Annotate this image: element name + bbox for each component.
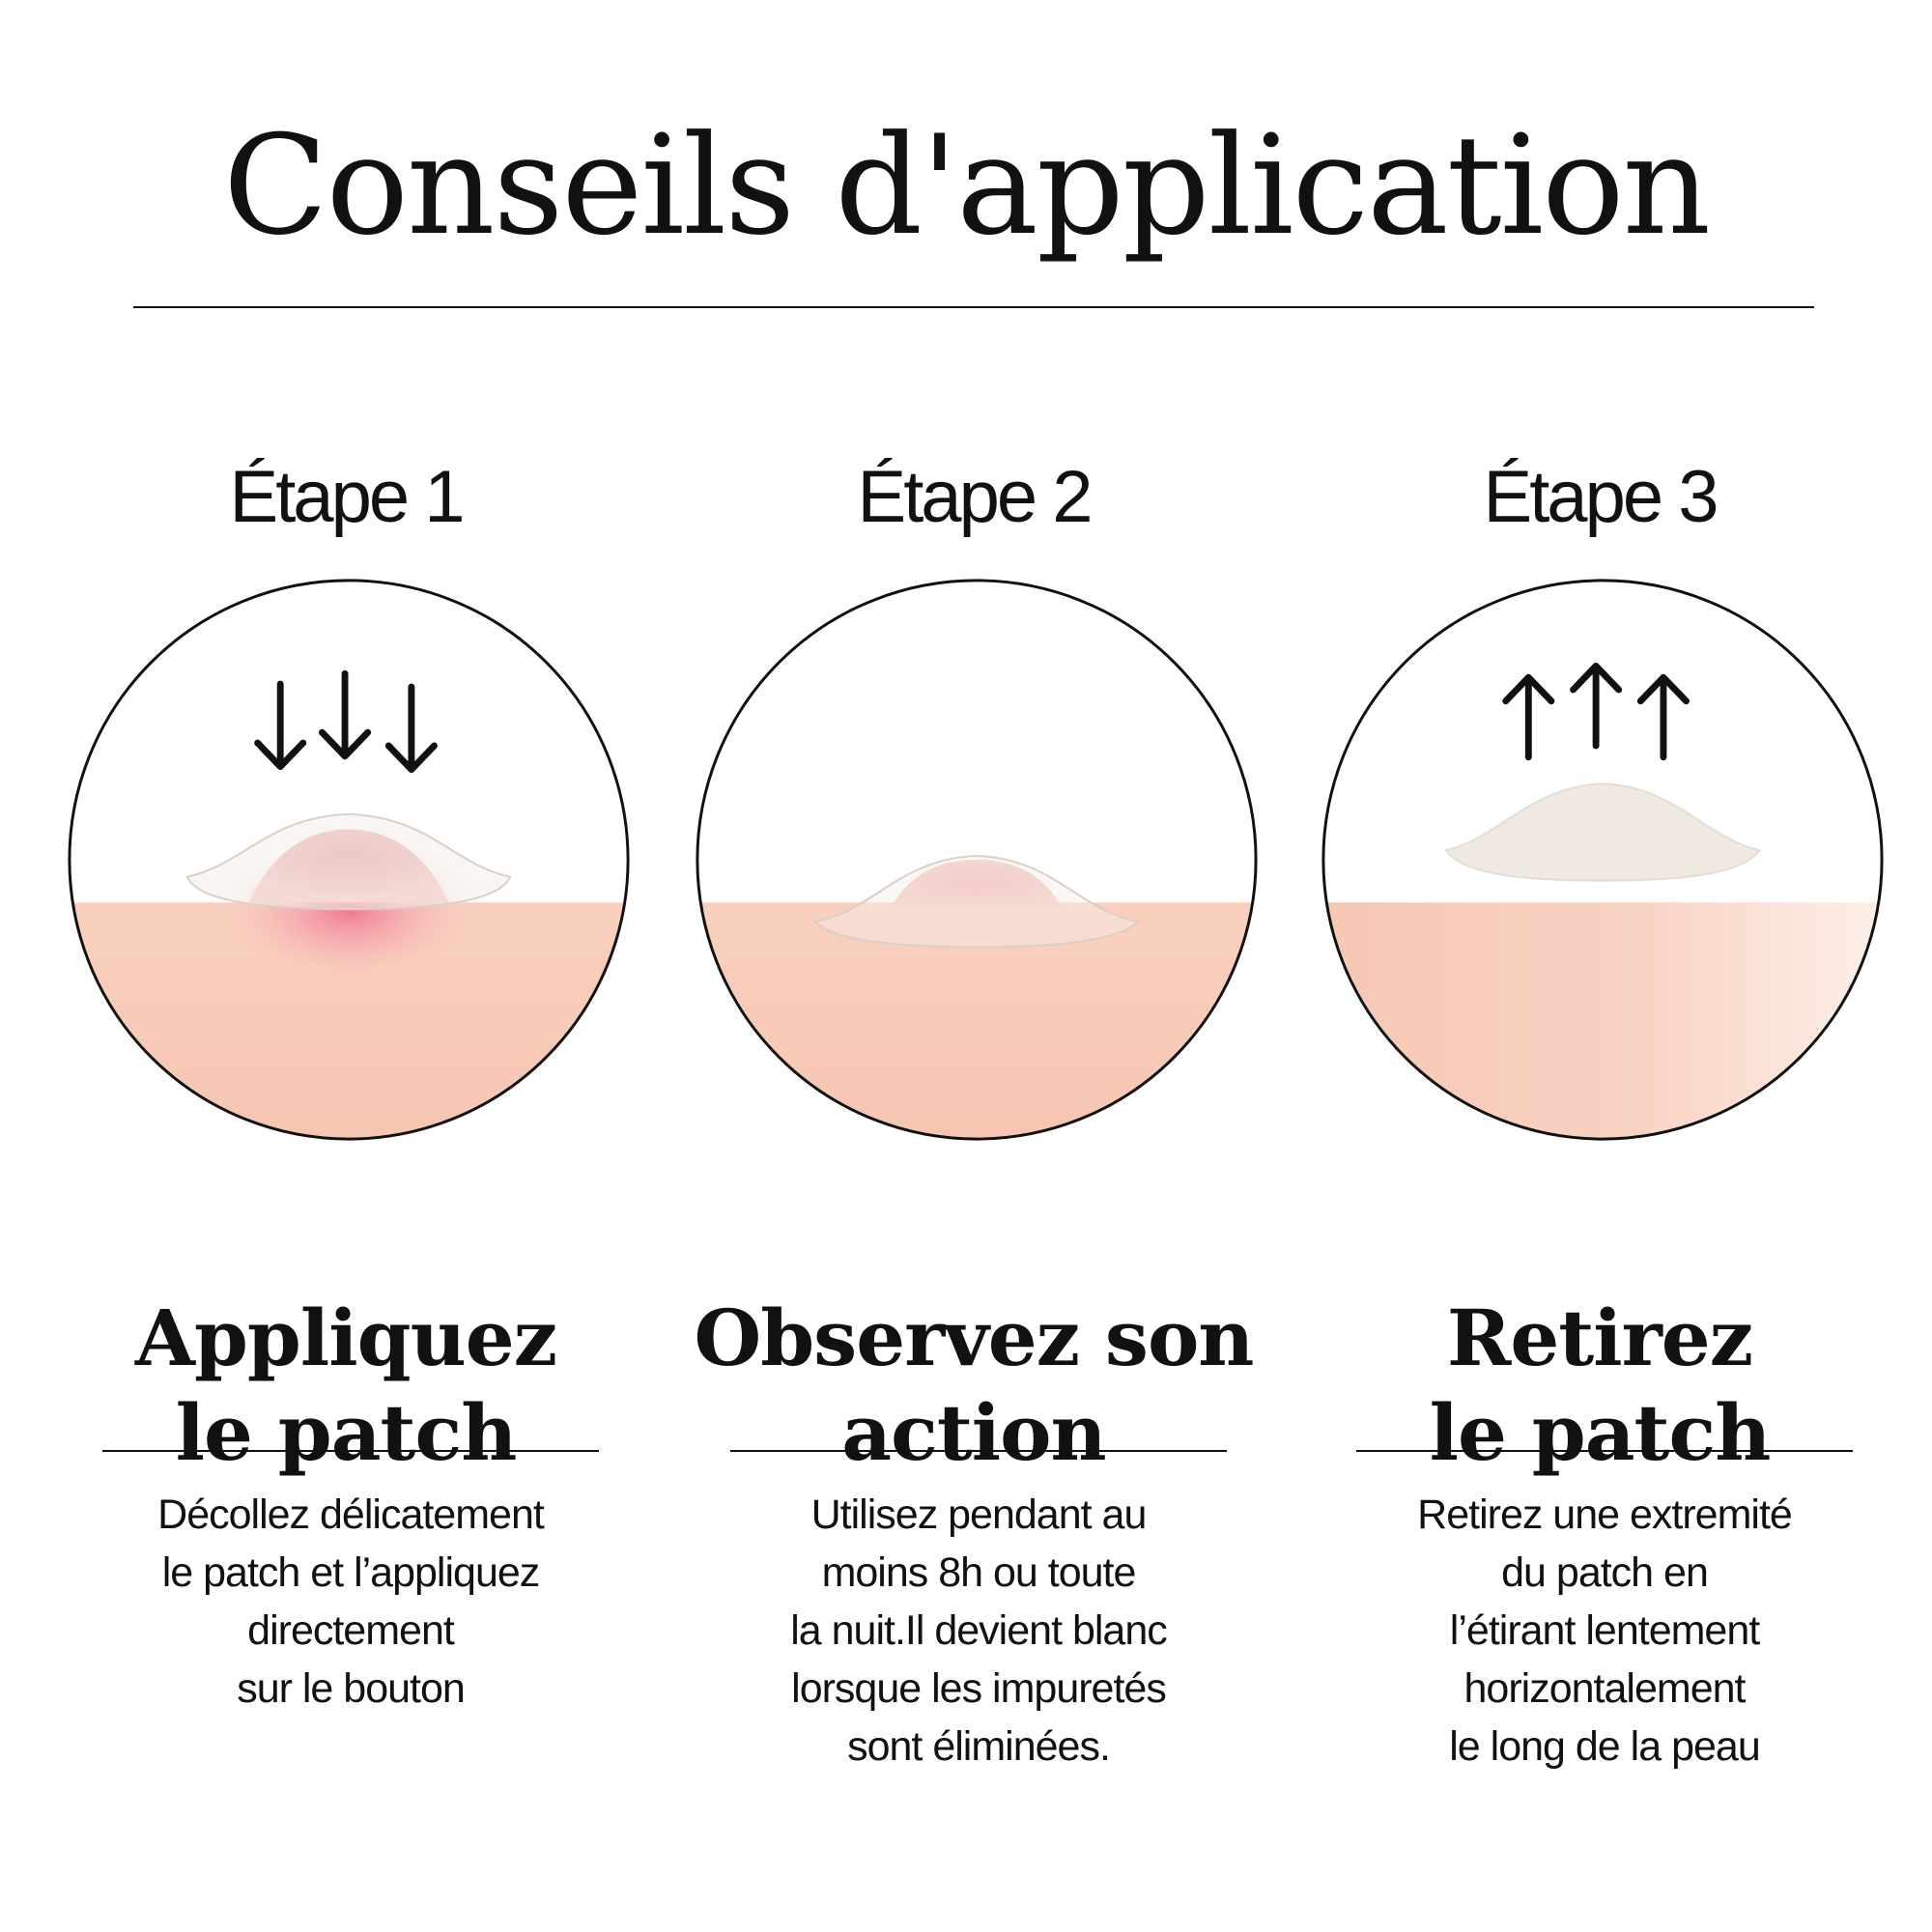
title-divider (133, 306, 1814, 308)
arrow-down-icon (254, 669, 438, 774)
pimple (891, 860, 1063, 908)
lens-circle (696, 579, 1258, 1141)
patch (185, 812, 512, 911)
step-description: Décollez délicatement le patch et l’appl… (157, 1492, 545, 1712)
skin (1322, 902, 1883, 1140)
step-description: Utilisez pendant au moins 8h ou toute la… (790, 1492, 1168, 1770)
patch (1444, 782, 1761, 882)
step-3-illustration (1321, 579, 1884, 1141)
arrow-up-icon (1502, 662, 1690, 761)
step-title: Retirez le patch (1429, 1293, 1772, 1479)
step-divider (102, 1450, 599, 1452)
step-description: Retirez une extremité du patch en l’étir… (1417, 1492, 1793, 1770)
step-2-illustration (696, 579, 1258, 1141)
step-title: Observez son action (694, 1293, 1255, 1479)
patch (812, 855, 1141, 949)
step-label: Étape 3 (1483, 456, 1719, 538)
lens-circle (1321, 579, 1884, 1141)
step-label: Étape 1 (229, 456, 466, 538)
lens-circle (68, 579, 630, 1141)
step-divider (730, 1450, 1227, 1452)
step-label: Étape 2 (857, 456, 1094, 538)
step-1-illustration (68, 579, 630, 1141)
step-divider (1356, 1450, 1853, 1452)
step-title: Appliquez le patch (134, 1293, 557, 1479)
page-title: Conseils d'application (222, 106, 1711, 266)
